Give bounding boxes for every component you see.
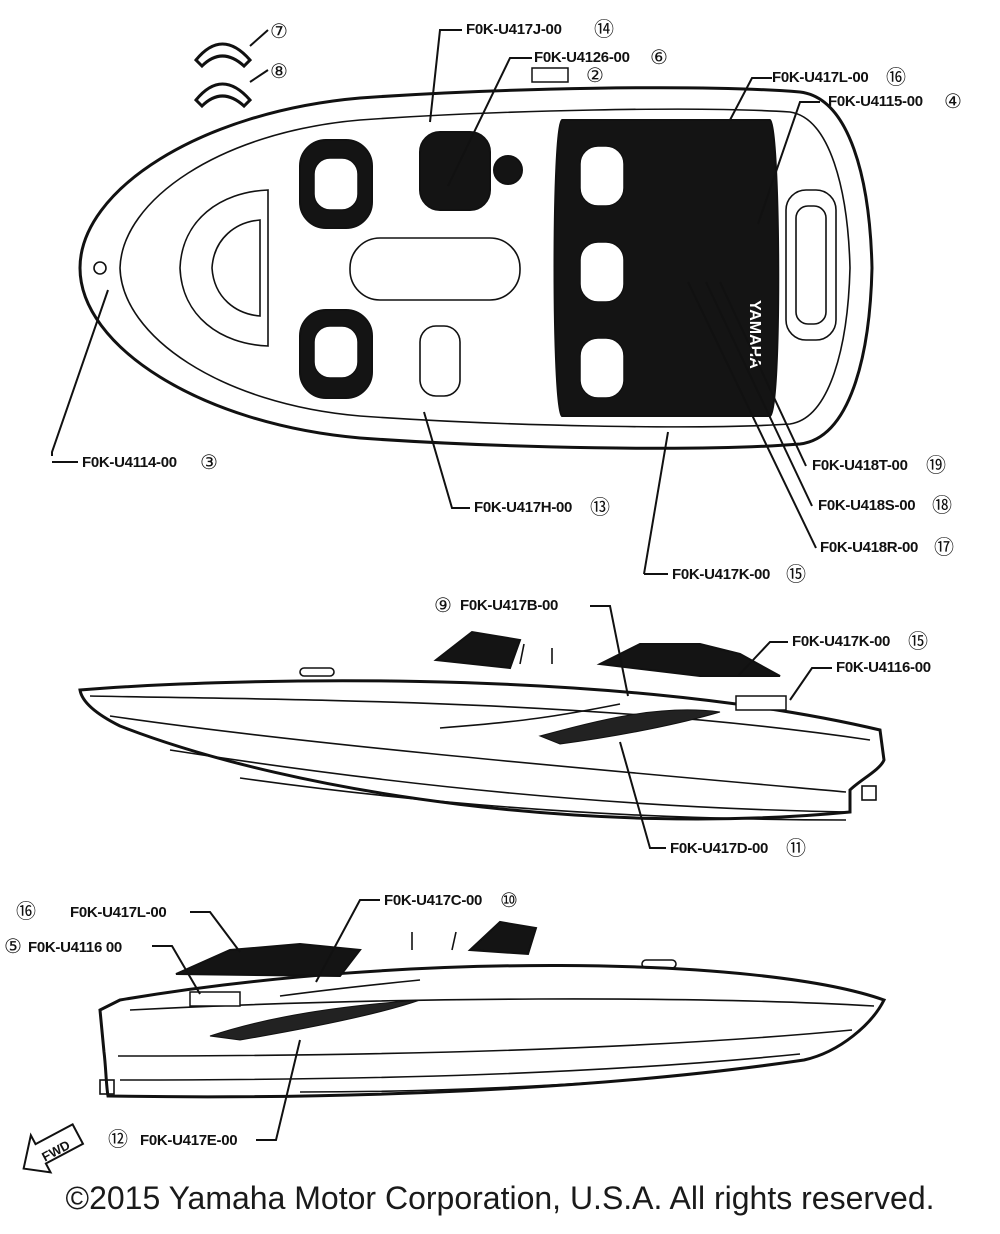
copyright-notice: ©2015 Yamaha Motor Corporation, U.S.A. A… (65, 1180, 935, 1216)
callout-17-code: F0K-U418R-00 (820, 539, 918, 556)
part-8-number: ⑧ (270, 59, 288, 83)
callout-16-side-number: ⑯ (16, 899, 36, 923)
callout-16-side-code: F0K-U417L-00 (70, 904, 166, 921)
callout-9-number: ⑨ (434, 593, 452, 617)
part-7-number: ⑦ (270, 19, 288, 43)
callout-15-side-number: ⑮ (908, 629, 928, 653)
callout-11-code: F0K-U417D-00 (670, 840, 768, 857)
callout-5-number: ⑤ (4, 934, 22, 958)
callout-6-code: F0K-U4126-00 (534, 49, 630, 66)
callout-3-number: ③ (200, 450, 218, 474)
callout-13-number: ⑬ (590, 495, 610, 519)
part-2-number: ② (586, 63, 604, 87)
callout-4-number: ④ (944, 89, 962, 113)
callout-9-code: F0K-U417B-00 (460, 597, 558, 614)
callout-13-code: F0K-U417H-00 (474, 499, 572, 516)
side-view-port (98, 920, 887, 1099)
side-view-starboard (78, 630, 886, 821)
callout-10-number: ⑩ (500, 888, 518, 912)
callout-15-top-code: F0K-U417K-00 (672, 566, 770, 583)
hull-brand-text: YAMAHA (746, 300, 763, 369)
callout-16-top-code: F0K-U417L-00 (772, 69, 868, 86)
callout-18-code: F0K-U418S-00 (818, 497, 915, 514)
top-view-boat: YAMAHA ② (78, 63, 874, 450)
callout-18-number: ⑱ (932, 493, 952, 517)
callout-4-code: F0K-U4115-00 (828, 93, 923, 110)
callout-19-code: F0K-U418T-00 (812, 457, 908, 474)
callout-11-number: ⑪ (786, 836, 806, 860)
callout-15-top-number: ⑮ (786, 562, 806, 586)
callout-14-code: F0K-U417J-00 (466, 21, 562, 38)
part-8-clip: ⑧ (193, 59, 288, 109)
callout-19-number: ⑲ (926, 453, 946, 477)
part-7-clip: ⑦ (193, 19, 288, 69)
callout-17-number: ⑰ (934, 535, 954, 559)
callout-12-number: ⑫ (108, 1127, 128, 1151)
forward-arrow-icon: FWD (22, 1123, 85, 1174)
callout-6-number: ⑥ (650, 45, 668, 69)
callout-16-top-number: ⑯ (886, 65, 906, 89)
callout-4116-code: F0K-U4116-00 (836, 659, 931, 676)
callout-3-code: F0K-U4114-00 (82, 454, 177, 471)
callout-14-number: ⑭ (594, 17, 614, 41)
callout-15-side-code: F0K-U417K-00 (792, 633, 890, 650)
callout-10-code: F0K-U417C-00 (384, 892, 482, 909)
callout-5-code: F0K-U4116 00 (28, 939, 122, 956)
callout-12-code: F0K-U417E-00 (140, 1132, 237, 1149)
